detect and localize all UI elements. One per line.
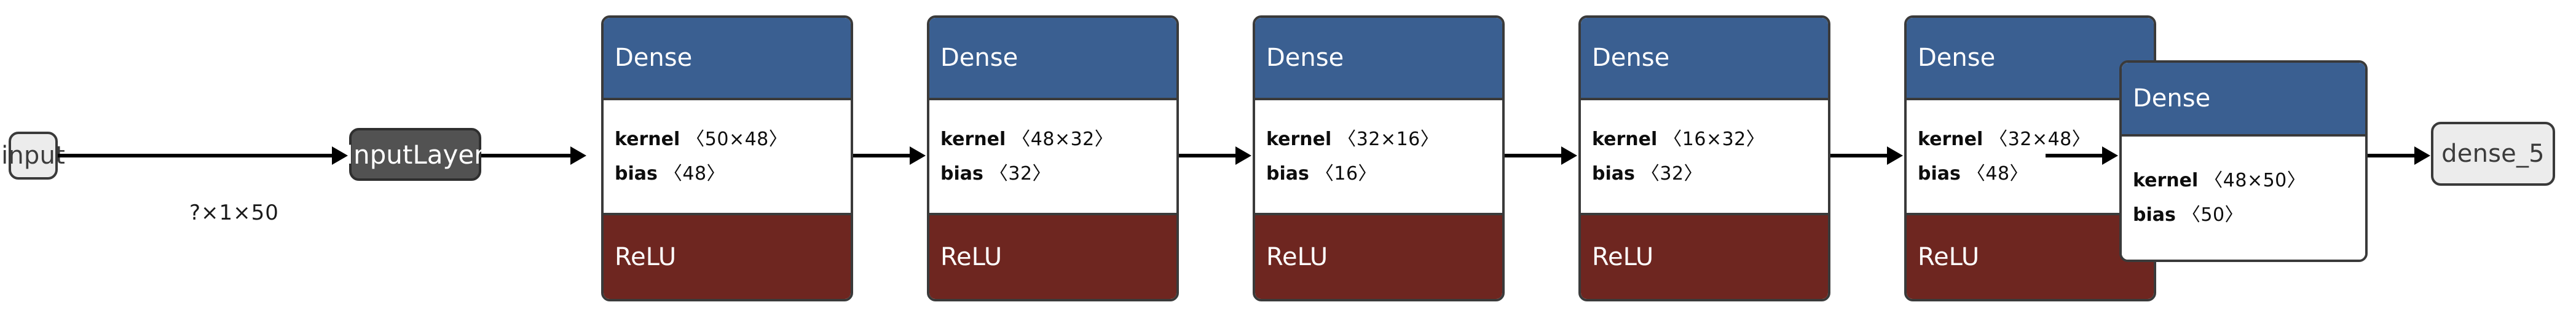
dense-4-kernel-row: kernel〈16×32〉 (1592, 130, 1828, 149)
dense-1-type-label: Dense (615, 44, 693, 72)
edge-dense-5-to-dense-6 (2046, 154, 2107, 157)
dense-3-type-header: Dense (1255, 18, 1502, 100)
node-input-label: input (1, 141, 65, 170)
dense-6-kernel-row: kernel〈48×50〉 (2133, 172, 2365, 190)
dense-3-params: kernel〈32×16〉 bias 〈16〉 (1255, 100, 1502, 213)
dense-5-kernel-label: kernel (1918, 128, 1983, 150)
dense-3-kernel-shape: 〈32×16〉 (1337, 128, 1440, 150)
dense-5-type-label: Dense (1918, 44, 1996, 72)
dense-2-kernel-row: kernel 〈48×32〉 (940, 130, 1176, 149)
dense-4-bias-label: bias (1592, 162, 1635, 185)
dense-2-kernel-shape: 〈48×32〉 (1012, 128, 1114, 150)
dense-5-bias-shape: 〈48〉 (1966, 162, 2029, 185)
dense-3-activation-label: ReLU (1266, 243, 1328, 271)
edge-dense-1-to-dense-2 (853, 154, 913, 157)
dense-6-bias-label: bias (2133, 204, 2176, 226)
edge-input-to-inputlayer (58, 154, 336, 157)
arrowhead-input-to-inputlayer (332, 146, 348, 165)
arrowhead-dense-4-to-dense-5 (1887, 146, 1903, 165)
arrowhead-inputlayer-to-dense-1 (570, 146, 586, 165)
dense-2-bias-row: bias 〈32〉 (940, 162, 1176, 185)
dense-1-params: kernel 〈50×48〉 bias〈48〉 (604, 100, 851, 213)
dense-3-bias-label: bias (1266, 162, 1309, 185)
dense-1-kernel-label: kernel (615, 128, 680, 150)
dense-1-type-header: Dense (604, 18, 851, 100)
dense-4-type-header: Dense (1581, 18, 1828, 100)
node-dense-layer-2[interactable]: Dense kernel 〈48×32〉 bias 〈32〉 ReLU (927, 15, 1179, 301)
dense-6-bias-row: bias〈50〉 (2133, 206, 2365, 225)
dense-2-type-header: Dense (929, 18, 1176, 100)
dense-4-type-label: Dense (1592, 44, 1670, 72)
dense-3-kernel-label: kernel (1266, 128, 1332, 150)
dense-2-activation-label: ReLU (940, 243, 1002, 271)
dense-3-bias-shape: 〈16〉 (1315, 162, 1377, 185)
arrowhead-dense-3-to-dense-4 (1561, 146, 1577, 165)
dense-2-activation-footer: ReLU (929, 213, 1176, 299)
dense-6-kernel-label: kernel (2133, 170, 2199, 191)
arrowhead-dense-5-to-dense-6 (2102, 146, 2118, 165)
node-dense-layer-3[interactable]: Dense kernel〈32×16〉 bias 〈16〉 ReLU (1253, 15, 1505, 301)
dense-1-kernel-row: kernel 〈50×48〉 (615, 130, 851, 149)
dense-6-params: kernel〈48×50〉 bias〈50〉 (2122, 137, 2365, 260)
dense-4-activation-label: ReLU (1592, 243, 1654, 271)
dense-4-bias-shape: 〈32〉 (1641, 162, 1703, 185)
dense-3-activation-footer: ReLU (1255, 213, 1502, 299)
edge-dense-6-to-output (2368, 154, 2418, 157)
dense-4-activation-footer: ReLU (1581, 213, 1828, 299)
dense-5-bias-row: bias〈48〉 (1918, 162, 2154, 185)
dense-3-type-label: Dense (1266, 44, 1344, 72)
dense-6-type-header: Dense (2122, 63, 2365, 137)
dense-2-bias-shape: 〈32〉 (989, 162, 1052, 185)
dense-4-kernel-shape: 〈16×32〉 (1663, 128, 1765, 150)
node-output-dense-5[interactable]: dense_5 (2431, 122, 2555, 186)
dense-6-bias-shape: 〈50〉 (2181, 204, 2244, 226)
edge-inputlayer-to-dense-1 (481, 154, 573, 157)
dense-2-bias-label: bias (940, 162, 983, 185)
dense-3-bias-row: bias 〈16〉 (1266, 162, 1502, 185)
dense-3-kernel-row: kernel〈32×16〉 (1266, 130, 1502, 149)
dense-1-activation-label: ReLU (615, 243, 677, 271)
node-dense-layer-6[interactable]: Dense kernel〈48×50〉 bias〈50〉 (2119, 60, 2368, 262)
dense-5-kernel-row: kernel 〈32×48〉 (1918, 130, 2154, 149)
node-inputlayer[interactable]: InputLayer (346, 128, 484, 181)
dense-5-activation-label: ReLU (1918, 243, 1980, 271)
dense-4-bias-row: bias 〈32〉 (1592, 162, 1828, 185)
dense-1-activation-footer: ReLU (604, 213, 851, 299)
edge-label-input-shape: ?×1×50 (189, 201, 279, 225)
edge-dense-4-to-dense-5 (1830, 154, 1890, 157)
arrowhead-dense-1-to-dense-2 (910, 146, 926, 165)
dense-5-activation-footer: ReLU (1907, 213, 2154, 299)
node-input[interactable]: input (1, 132, 65, 180)
dense-2-params: kernel 〈48×32〉 bias 〈32〉 (929, 100, 1176, 213)
node-dense-layer-4[interactable]: Dense kernel〈16×32〉 bias 〈32〉 ReLU (1578, 15, 1830, 301)
node-inputlayer-label: InputLayer (345, 139, 485, 170)
edge-dense-3-to-dense-4 (1505, 154, 1564, 157)
dense-1-kernel-shape: 〈50×48〉 (686, 128, 788, 150)
dense-2-kernel-label: kernel (940, 128, 1006, 150)
dense-5-type-header: Dense (1907, 18, 2154, 100)
dense-5-bias-label: bias (1918, 162, 1961, 185)
dense-6-type-label: Dense (2133, 84, 2211, 113)
node-dense-layer-1[interactable]: Dense kernel 〈50×48〉 bias〈48〉 ReLU (601, 15, 853, 301)
dense-2-type-label: Dense (940, 44, 1018, 72)
dense-1-bias-label: bias (615, 162, 658, 185)
dense-1-bias-shape: 〈48〉 (663, 162, 726, 185)
node-dense-layer-5[interactable]: Dense kernel 〈32×48〉 bias〈48〉 ReLU (1904, 15, 2156, 301)
arrowhead-dense-2-to-dense-3 (1235, 146, 1251, 165)
dense-6-kernel-shape: 〈48×50〉 (2204, 170, 2306, 191)
dense-1-bias-row: bias〈48〉 (615, 162, 851, 185)
edge-dense-2-to-dense-3 (1179, 154, 1239, 157)
dense-4-kernel-label: kernel (1592, 128, 1658, 150)
dense-4-params: kernel〈16×32〉 bias 〈32〉 (1581, 100, 1828, 213)
node-output-label: dense_5 (2441, 140, 2545, 168)
dense-5-kernel-shape: 〈32×48〉 (1989, 128, 2091, 150)
arrowhead-dense-6-to-output (2414, 146, 2430, 165)
